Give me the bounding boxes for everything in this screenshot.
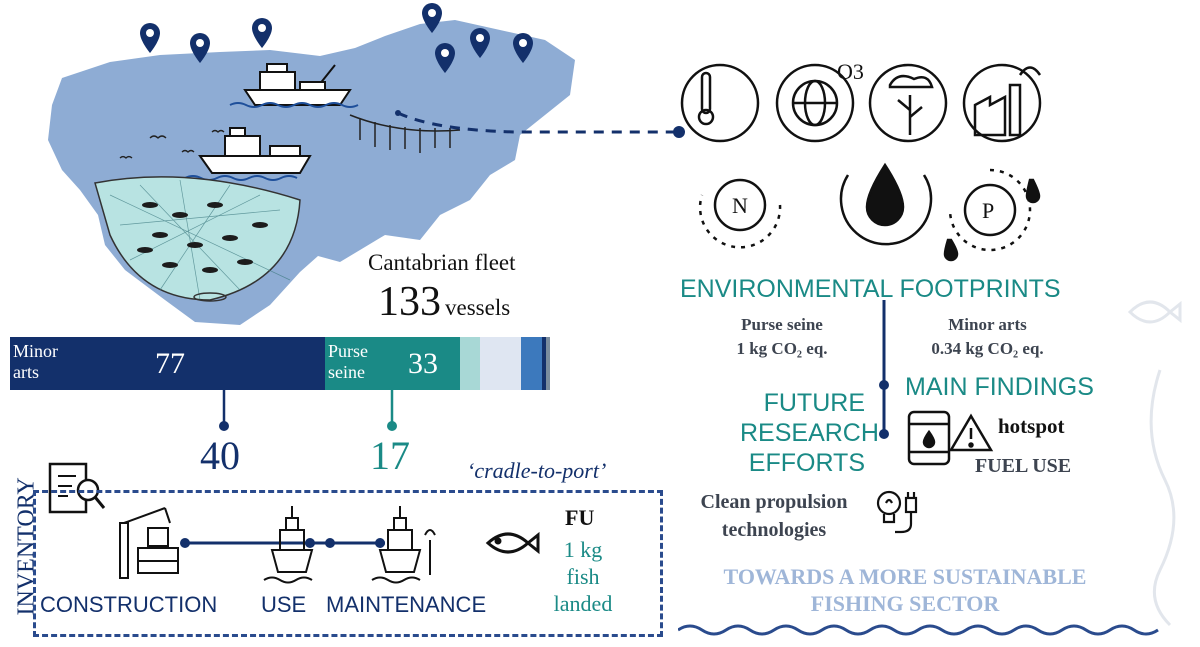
bar-segment-label: Purse seine <box>328 341 368 382</box>
stage-use: USE <box>261 592 307 617</box>
nitrogen-label: N <box>732 193 748 218</box>
pin-icon <box>190 33 210 63</box>
water-drop-icon <box>865 162 905 227</box>
callout-minor-value: 40 <box>200 433 240 478</box>
climate-change-icon <box>680 63 760 143</box>
pin-icon <box>422 3 442 33</box>
connector-line <box>395 110 685 138</box>
fu-title: FU <box>565 505 595 530</box>
bar-segment: Purse seine 33 <box>325 337 460 390</box>
stage-maintenance: MAINTENANCE <box>326 592 487 617</box>
bar-segment <box>545 337 550 390</box>
pin-icon <box>513 33 533 63</box>
fleet-title: Cantabrian fleet <box>368 250 516 275</box>
bar-callout-lines <box>219 390 397 431</box>
clean-propulsion-line-1: Clean propulsion <box>700 491 848 513</box>
fleet-count-line: 133 vessels <box>378 278 510 326</box>
acid-rain-icon <box>868 63 948 143</box>
fleet-count: 133 <box>378 279 441 325</box>
minor-footprint-label: Minor arts <box>948 315 1027 334</box>
bar-segment <box>521 337 542 390</box>
environmental-icons-cluster: O3 N P <box>680 59 1042 262</box>
inventory-stages-diagram <box>119 506 540 584</box>
fishing-boat-icon <box>243 63 352 106</box>
bar-segment-value: 77 <box>155 347 185 380</box>
fleet-unit: vessels <box>445 295 511 320</box>
warning-icon <box>948 413 994 452</box>
fuel-hotspot-icons <box>907 410 994 466</box>
future-title: FUTURE RESEARCH EFFORTS <box>740 388 879 478</box>
callout-purse-value: 17 <box>370 433 410 478</box>
future-title-line-3: EFFORTS <box>748 449 865 477</box>
clean-energy-icon <box>876 490 918 534</box>
shipyard-crane-icon <box>119 507 179 579</box>
clean-propulsion-line-2: technologies <box>721 519 827 541</box>
fuel-barrel-icon <box>907 410 951 466</box>
future-title-line-2: RESEARCH <box>740 419 879 447</box>
fu-line-2: fish <box>566 564 600 589</box>
location-pins <box>140 3 533 73</box>
pollution-factory-icon <box>962 63 1042 143</box>
minor-footprint-value: 0.34 kg CO₂ eq. <box>931 339 1044 358</box>
phosphorus-label: P <box>982 198 994 223</box>
wave-divider <box>678 624 1159 636</box>
fuel-use-label: FUEL USE <box>975 455 1072 477</box>
pin-icon <box>470 28 490 58</box>
inventory-box <box>33 490 663 637</box>
hotspot-label: hotspot <box>998 414 1065 438</box>
pin-icon <box>140 23 160 53</box>
fu-line-3: landed <box>553 591 613 616</box>
bar-segment <box>480 337 522 390</box>
fleet-stacked-bar: Minor arts 77 Purse seine 33 <box>10 337 550 390</box>
inventory-scope: ‘cradle-to-port’ <box>467 458 607 483</box>
bar-segment: Minor arts 77 <box>10 337 325 390</box>
ozone-depletion-icon <box>775 63 855 143</box>
clean-propulsion: Clean propulsion technologies <box>676 488 872 544</box>
birds-icon <box>119 129 225 159</box>
findings-title: MAIN FINDINGS <box>905 373 1094 401</box>
closing-line-1: TOWARDS A MORE SUSTAINABLE <box>723 564 1087 589</box>
closing-statement: TOWARDS A MORE SUSTAINABLE FISHING SECTO… <box>670 563 1140 617</box>
purse-seiner-icon <box>198 127 312 174</box>
ship-use-icon <box>263 506 314 584</box>
cantabria-map <box>48 3 575 325</box>
fish-icon <box>485 531 540 555</box>
seine-net-icon <box>94 176 301 302</box>
footprints-title: ENVIRONMENTAL FOOTPRINTS <box>680 275 1061 303</box>
stage-construction: CONSTRUCTION <box>40 592 218 617</box>
purse-footprint: Purse seine 1 kg CO₂ eq. <box>712 313 852 361</box>
purse-footprint-value: 1 kg CO₂ eq. <box>736 339 828 358</box>
bar-segment <box>541 337 546 390</box>
bar-segment-label: Minor arts <box>13 341 58 382</box>
pin-icon <box>435 43 455 73</box>
ozone-label: O3 <box>837 59 864 84</box>
longline-icon <box>349 114 461 153</box>
decorative-seaweed <box>1127 300 1182 627</box>
fu-line-1: 1 kg <box>563 537 603 562</box>
purse-footprint-label: Purse seine <box>741 315 823 334</box>
minor-footprint: Minor arts 0.34 kg CO₂ eq. <box>905 313 1070 361</box>
nitrogen-cycle-icon <box>698 194 782 249</box>
bar-segment-value: 33 <box>408 347 438 380</box>
pin-icon <box>252 18 272 48</box>
bar-segment <box>460 337 481 390</box>
fu-text: 1 kg fish landed <box>540 536 626 617</box>
closing-line-2: FISHING SECTOR <box>810 591 1000 616</box>
phosphorus-cycle-icon <box>948 168 1032 252</box>
findings-divider <box>879 300 889 439</box>
ship-maintenance-icon <box>371 506 436 584</box>
future-title-line-1: FUTURE <box>763 389 865 417</box>
